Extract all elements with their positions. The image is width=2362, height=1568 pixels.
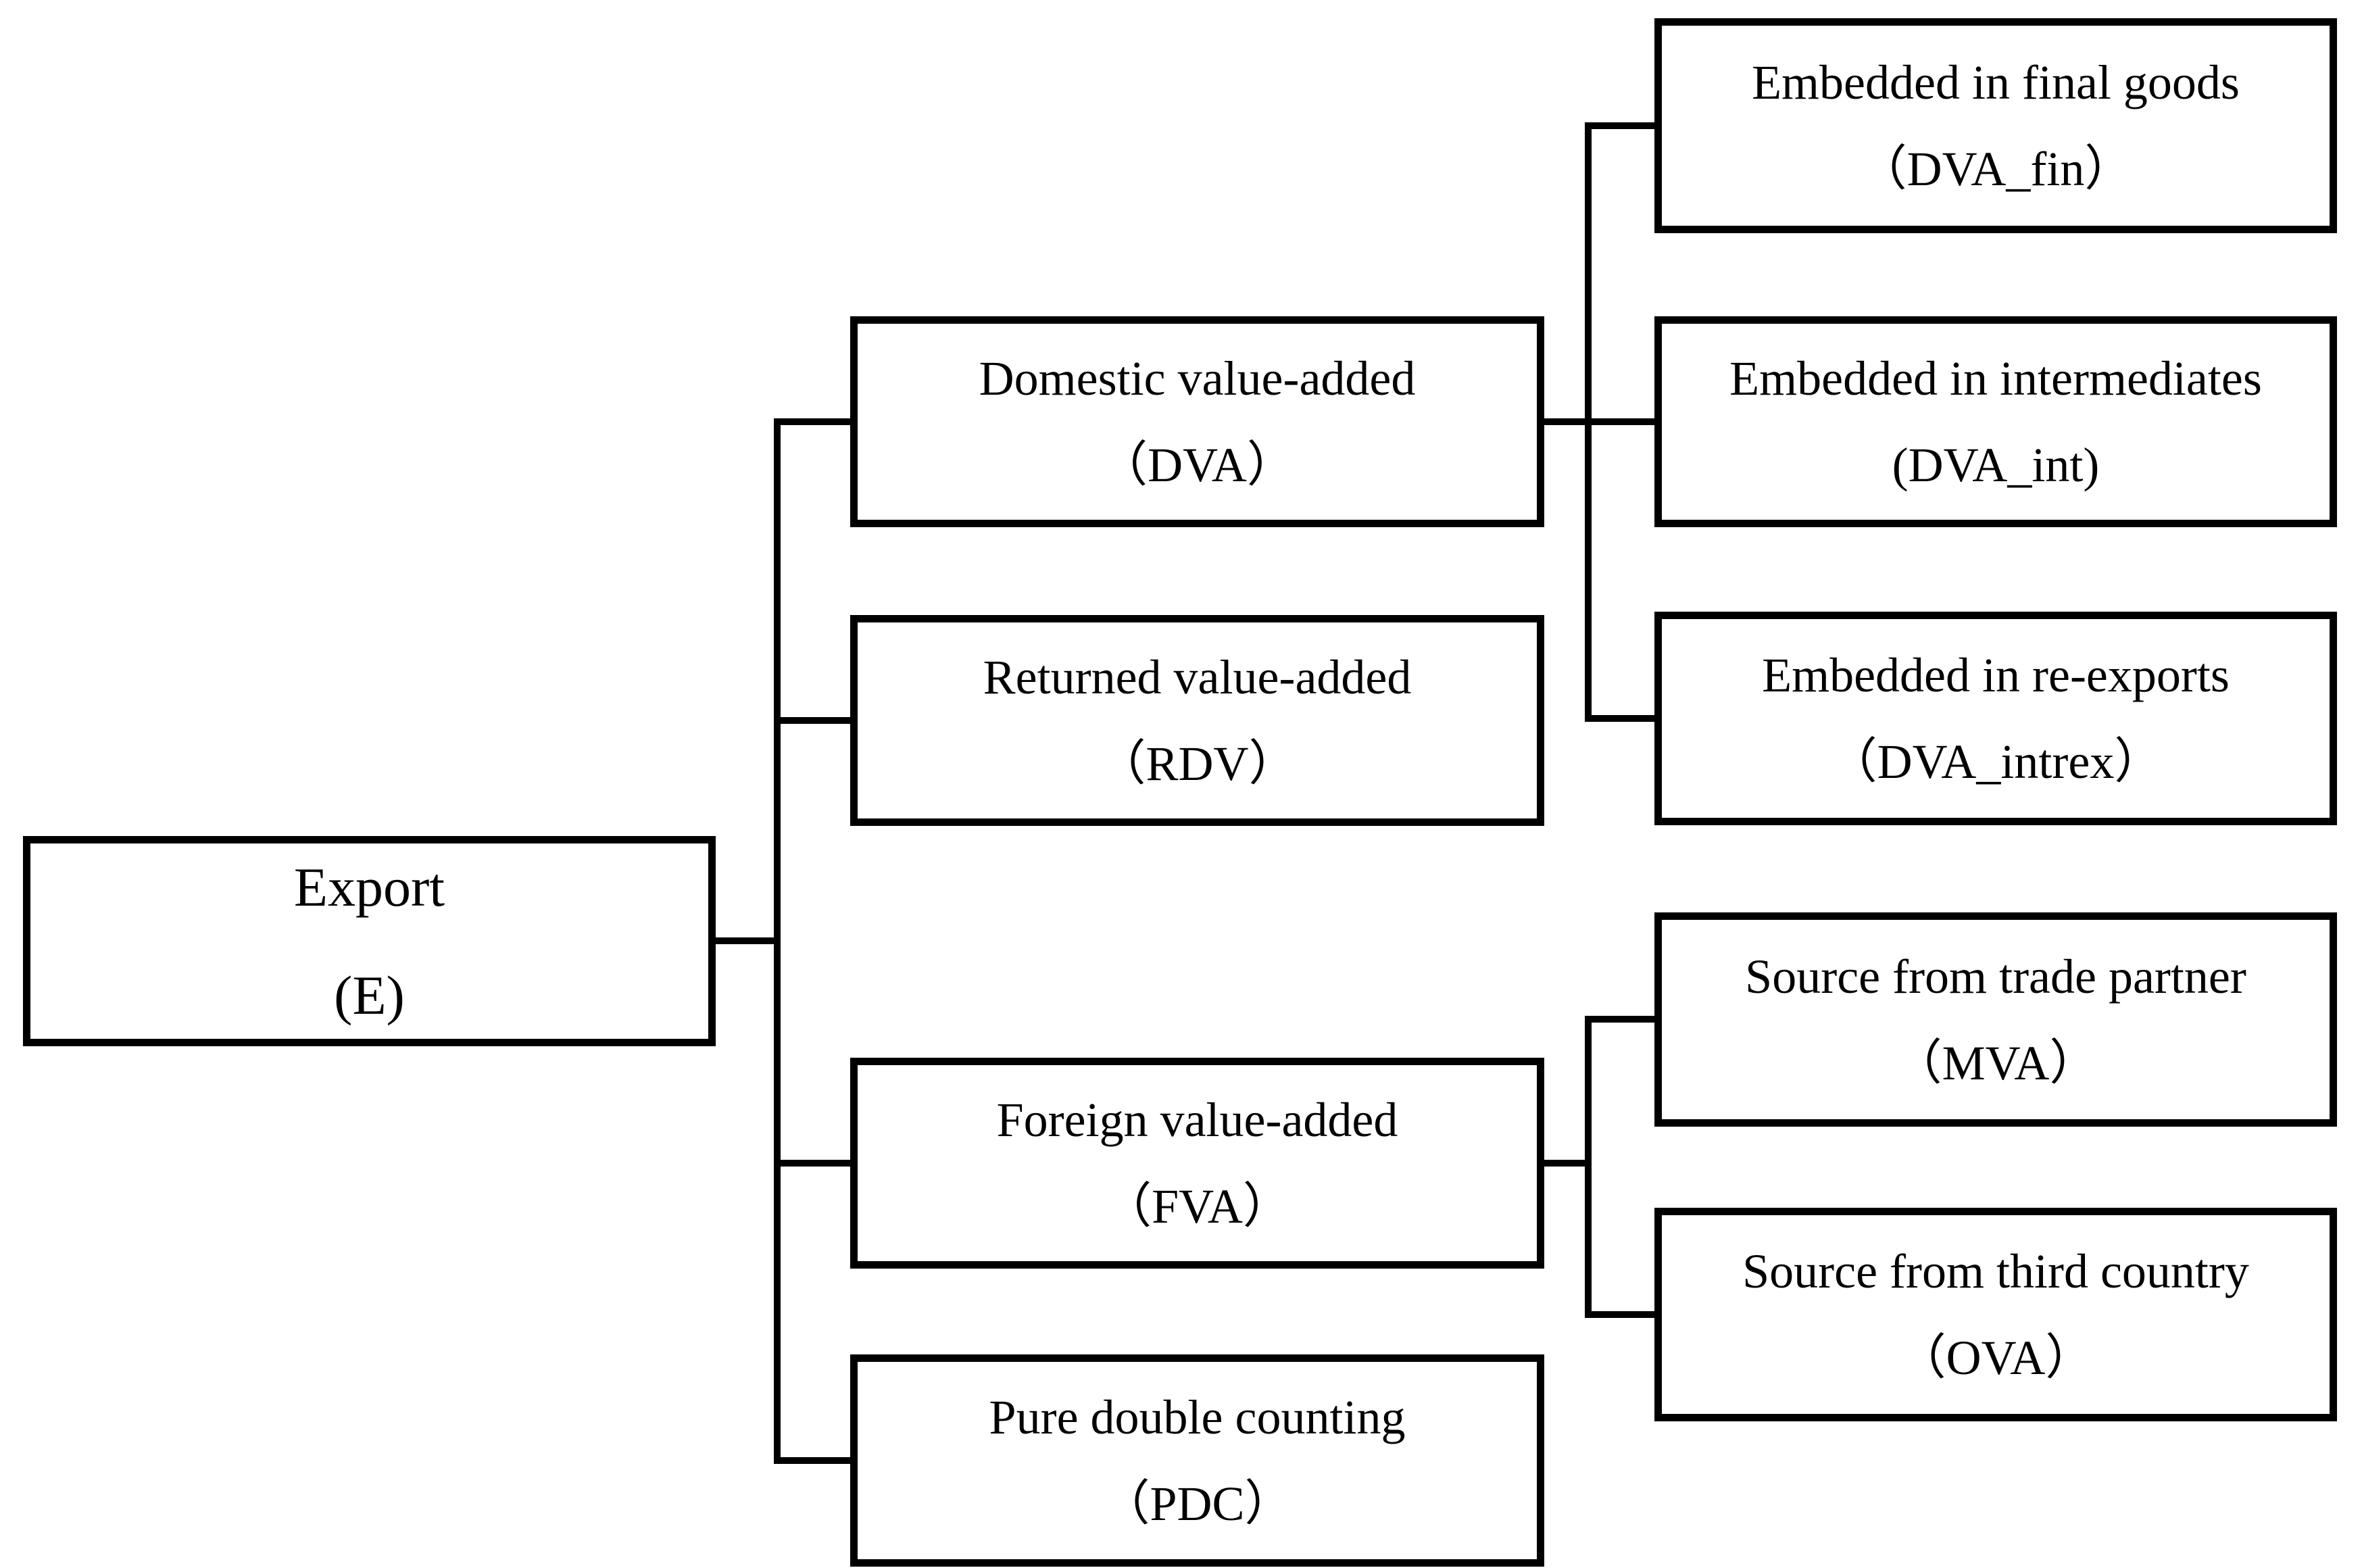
node-ova: Source from third country （OVA） (1654, 1208, 2337, 1421)
node-pdc: Pure double counting （PDC） (850, 1354, 1544, 1567)
branch-rdv (781, 717, 850, 724)
connector-dva-through-to-dva-int (1544, 418, 1654, 425)
trunk-fva-children (1585, 1016, 1592, 1318)
node-abbr: (DVA_int) (1892, 438, 2100, 492)
node-label: Pure double counting (989, 1390, 1406, 1444)
node-mva: Source from trade partner （MVA） (1654, 912, 2337, 1127)
branch-pdc (781, 1457, 850, 1464)
node-label: Source from trade partner (1745, 949, 2246, 1004)
connector-fva-to-trunk (1544, 1160, 1585, 1167)
branch-dva-intrex (1592, 715, 1654, 722)
node-abbr: （DVA_intrex） (1828, 735, 2163, 789)
branch-ova (1592, 1311, 1654, 1318)
node-label: Embedded in final goods (1752, 55, 2240, 109)
node-label: Embedded in re-exports (1762, 648, 2230, 702)
node-fva: Foreign value-added （FVA） (850, 1058, 1544, 1269)
node-label: Foreign value-added (996, 1093, 1398, 1147)
node-abbr: （DVA_fin） (1858, 142, 2134, 196)
node-dva: Domestic value-added （DVA） (850, 316, 1544, 527)
node-label: Returned value-added (983, 650, 1412, 704)
node-dva-int: Embedded in intermediates (DVA_int) (1654, 316, 2337, 527)
branch-dva (781, 418, 850, 425)
node-label: Source from third country (1742, 1244, 2249, 1298)
branch-mva (1592, 1016, 1654, 1023)
connector-export-to-trunk (716, 937, 781, 944)
node-label: Export (293, 856, 445, 918)
node-abbr: （DVA） (1099, 438, 1296, 492)
branch-fva (781, 1160, 850, 1167)
node-label: Embedded in intermediates (1729, 351, 2262, 406)
node-dva-fin: Embedded in final goods （DVA_fin） (1654, 18, 2337, 233)
node-abbr: （MVA） (1893, 1035, 2098, 1090)
trunk-level2 (774, 418, 781, 1464)
node-rdv: Returned value-added （RDV） (850, 615, 1544, 826)
node-export: Export (E) (23, 836, 716, 1046)
node-abbr: (E) (334, 964, 405, 1026)
node-abbr: （RDV） (1097, 737, 1298, 791)
node-abbr: （PDC） (1101, 1477, 1294, 1531)
branch-dva-fin (1592, 122, 1654, 129)
node-abbr: （FVA） (1103, 1179, 1291, 1233)
node-abbr: （OVA） (1897, 1331, 2094, 1385)
node-label: Domestic value-added (979, 351, 1416, 406)
node-dva-intrex: Embedded in re-exports （DVA_intrex） (1654, 612, 2337, 825)
trunk-dva-children (1585, 122, 1592, 722)
